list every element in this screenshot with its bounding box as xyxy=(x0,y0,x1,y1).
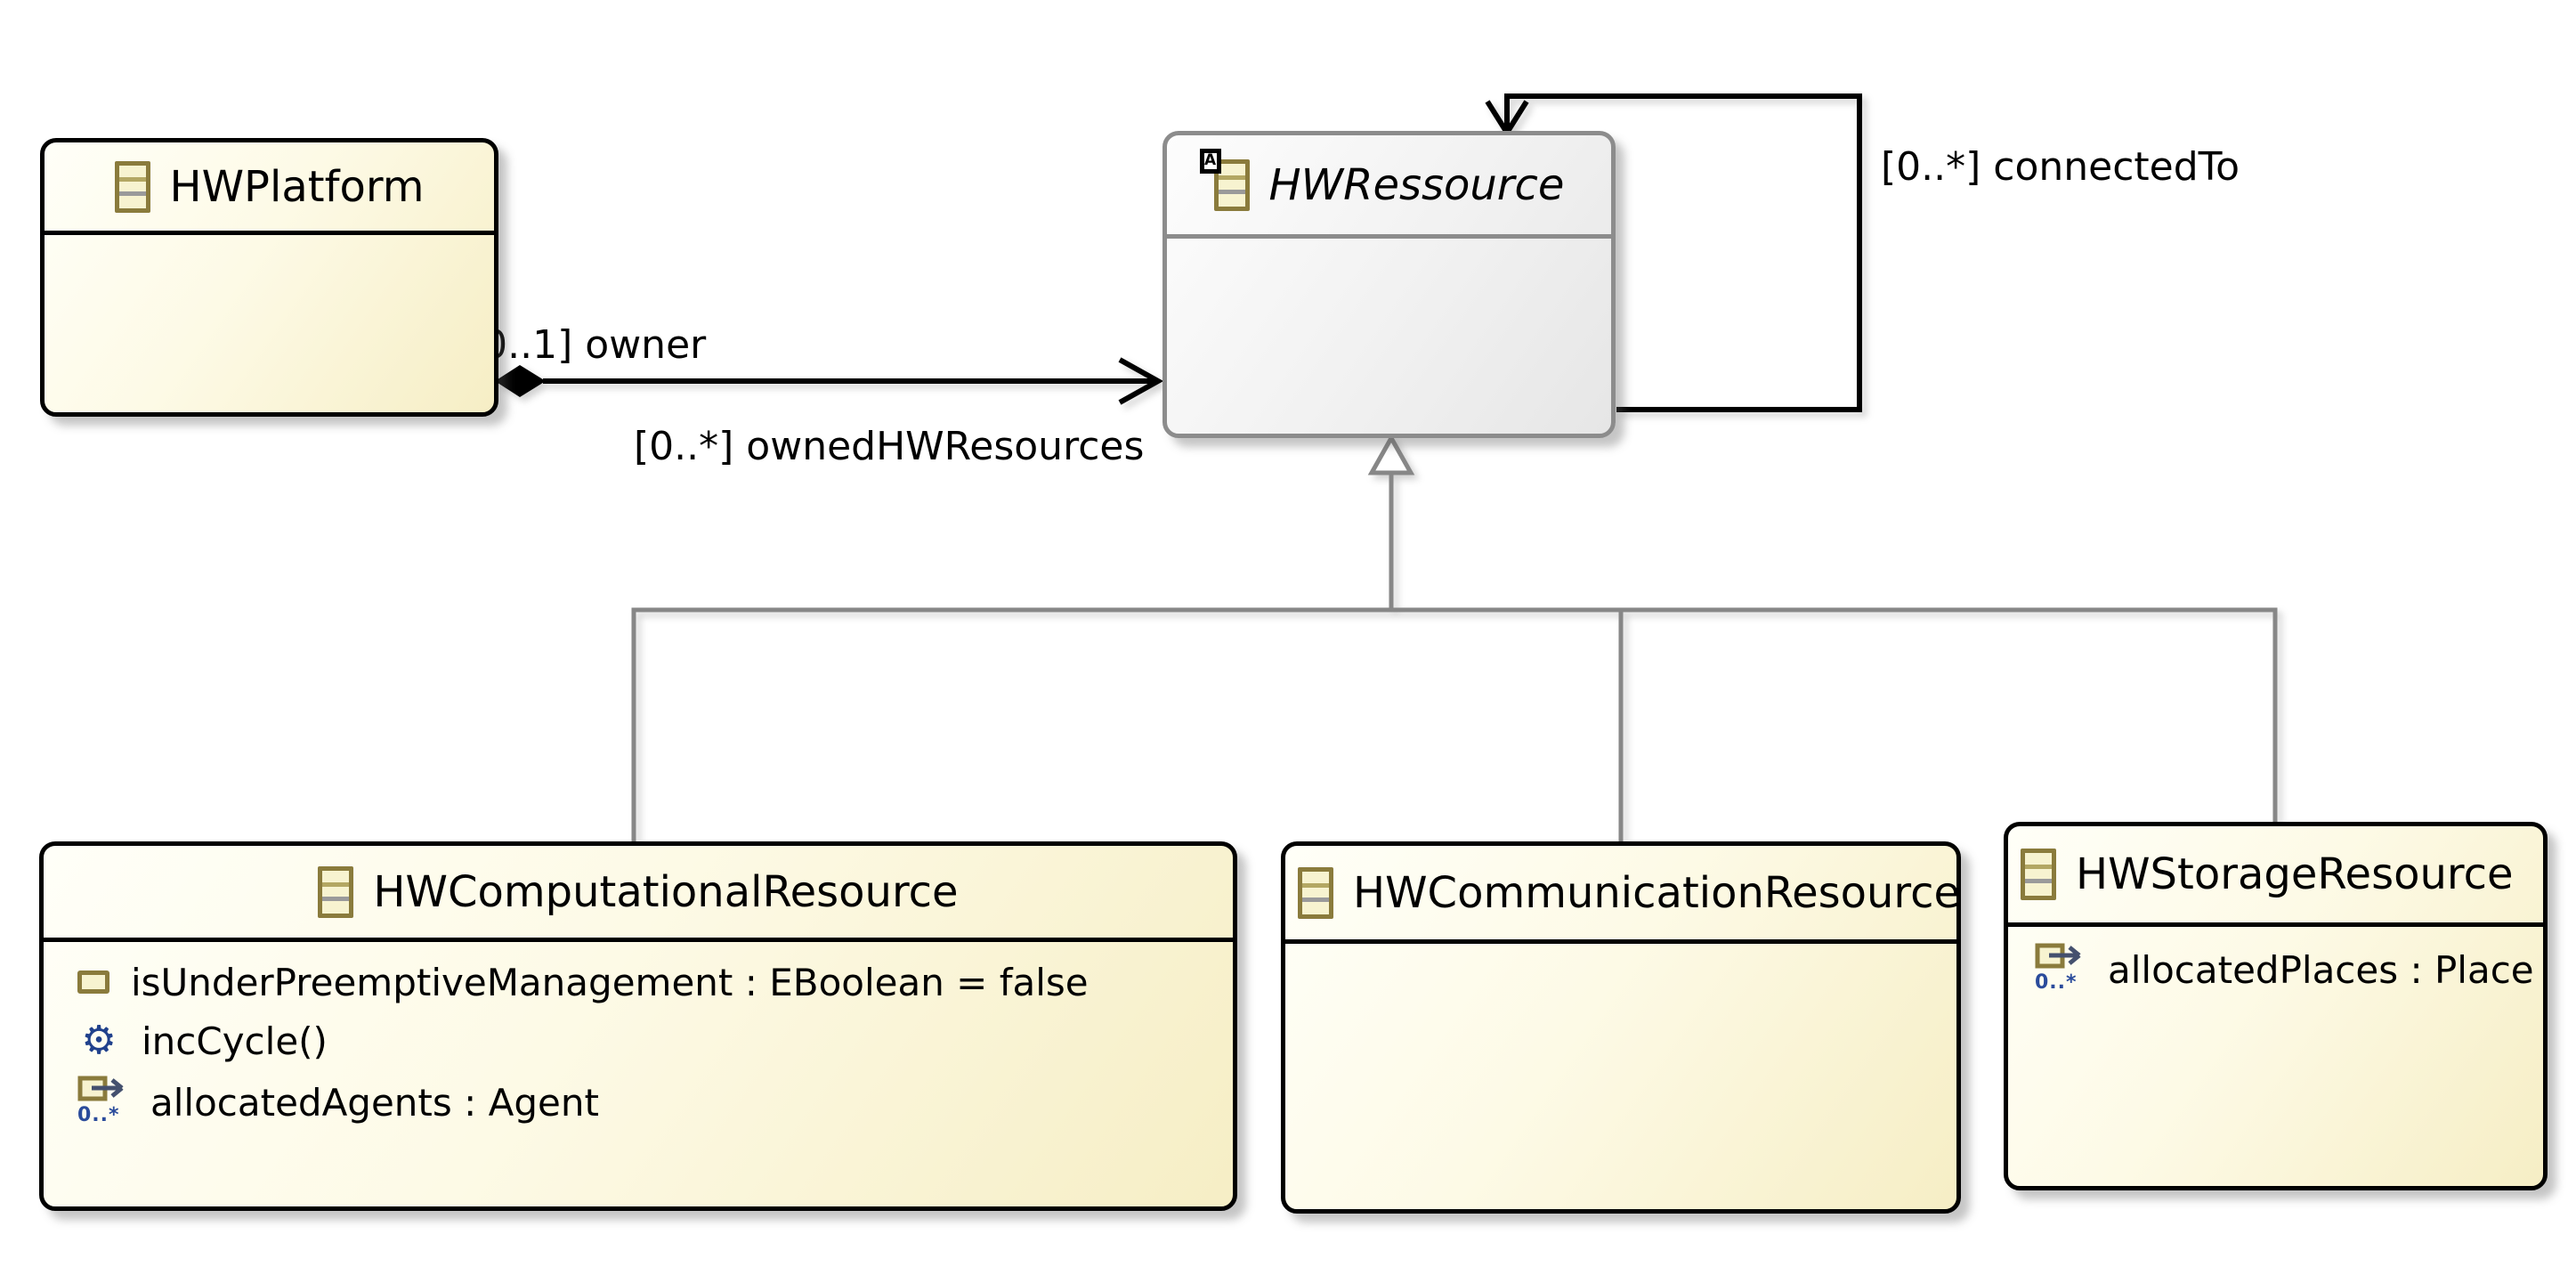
class-title-hwplatform: HWPlatform xyxy=(169,161,425,212)
edge-label-ownedhwresources[interactable]: [0..*] ownedHWResources xyxy=(634,424,1145,469)
operation-label: incCycle() xyxy=(142,1019,328,1063)
reference-label: allocatedAgents : Agent xyxy=(150,1081,599,1125)
edge-label-connectedto[interactable]: [0..*] connectedTo xyxy=(1881,144,2240,190)
class-header-hwcommunicationresource: HWCommunicationResource xyxy=(1285,846,1956,944)
eclass-icon xyxy=(1298,866,1333,919)
composition-edge-ownedhwresources[interactable] xyxy=(495,357,1164,405)
class-node-hwstorageresource[interactable]: HWStorageResource 0..* allocatedPlaces :… xyxy=(2004,822,2548,1190)
eoperation-gear-icon: ⚙ xyxy=(81,1018,117,1063)
eclass-icon xyxy=(2021,849,2056,900)
class-node-hwplatform[interactable]: HWPlatform xyxy=(40,138,498,417)
class-header-hwressource: A HWRessource xyxy=(1167,135,1611,239)
eattribute-icon xyxy=(77,971,109,994)
composition-arrowhead xyxy=(1118,357,1164,405)
eclass-icon-glyph xyxy=(114,160,150,213)
generalization-bus[interactable] xyxy=(631,607,2278,841)
reference-row-allocatedagents[interactable]: 0..* allocatedAgents : Agent xyxy=(44,1070,1233,1143)
ereference-arrow-glyph xyxy=(77,1076,124,1101)
class-body-hwressource xyxy=(1167,239,1611,249)
class-node-hwcommunicationresource[interactable]: HWCommunicationResource xyxy=(1281,841,1961,1214)
class-title-hwressource: HWRessource xyxy=(1268,159,1565,210)
ereference-arrow-icon: 0..* xyxy=(77,1074,129,1125)
eclass-icon xyxy=(114,160,150,213)
operation-row-inccycle[interactable]: ⚙ incCycle() xyxy=(44,1011,1233,1070)
reference-label: allocatedPlaces : Place xyxy=(2108,948,2534,992)
class-title-hwcomputationalresource: HWComputationalResource xyxy=(373,866,959,917)
class-title-hwstorageresource: HWStorageResource xyxy=(2076,849,2514,899)
class-node-hwressource[interactable]: A HWRessource xyxy=(1162,131,1616,438)
class-title-hwcommunicationresource: HWCommunicationResource xyxy=(1353,867,1956,918)
attribute-label: isUnderPreemptiveManagement : EBoolean =… xyxy=(131,960,1089,1004)
class-body-hwstorageresource: 0..* allocatedPlaces : Place xyxy=(2008,927,2543,1011)
eclass-icon-glyph xyxy=(318,865,354,918)
class-body-hwcomputationalresource: isUnderPreemptiveManagement : EBoolean =… xyxy=(44,942,1233,1143)
class-body-hwplatform xyxy=(45,235,494,246)
composition-diamond xyxy=(495,365,546,397)
class-header-hwplatform: HWPlatform xyxy=(45,142,494,235)
reference-multiplicity: 0..* xyxy=(77,1104,120,1126)
abstract-badge: A xyxy=(1199,148,1221,174)
generalization-triangle xyxy=(1367,433,1415,475)
reference-multiplicity: 0..* xyxy=(2035,971,2078,994)
reference-row-allocatedplaces[interactable]: 0..* allocatedPlaces : Place xyxy=(2008,938,2543,1011)
eclass-icon-glyph xyxy=(2021,849,2056,900)
generalization-edges[interactable] xyxy=(631,433,2278,841)
self-loop-line[interactable] xyxy=(1504,93,1862,412)
ereference-arrow-glyph xyxy=(2035,943,2081,969)
class-header-hwcomputationalresource: HWComputationalResource xyxy=(44,846,1233,942)
class-body-hwcommunicationresource xyxy=(1285,944,1956,954)
ereference-arrow-icon: 0..* xyxy=(2035,941,2086,993)
eclass-icon-glyph xyxy=(1298,866,1333,919)
eclass-icon: A xyxy=(1199,148,1250,211)
class-header-hwstorageresource: HWStorageResource xyxy=(2008,826,2543,927)
edge-label-owner[interactable]: [0..1] owner xyxy=(467,322,707,368)
attribute-row-isunderpreemptivemanagement[interactable]: isUnderPreemptiveManagement : EBoolean =… xyxy=(44,953,1233,1011)
class-node-hwcomputationalresource[interactable]: HWComputationalResource isUnderPreemptiv… xyxy=(39,841,1237,1211)
eclass-icon xyxy=(318,865,354,918)
